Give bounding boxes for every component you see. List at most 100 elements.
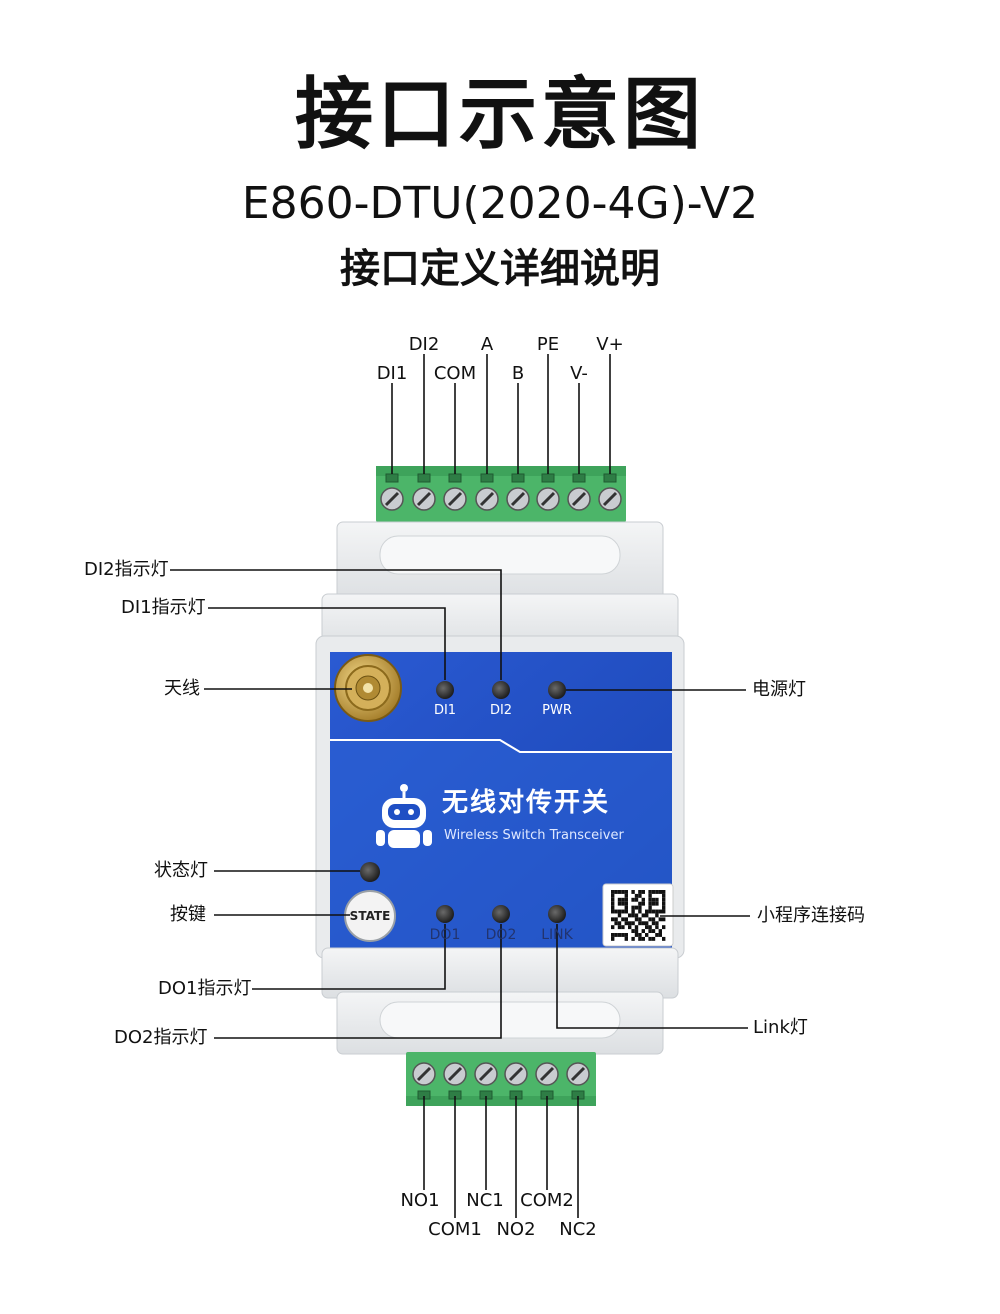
qr-cell (617, 897, 622, 902)
page-title: 接口示意图 (294, 70, 705, 160)
bottom-terminal-screw-1 (412, 1062, 436, 1100)
qr-cell (614, 917, 618, 922)
qr-cell (655, 897, 659, 902)
qr-cell (651, 929, 656, 934)
qr-cell (617, 909, 622, 914)
antenna-connector (334, 654, 402, 722)
qr-cell (651, 921, 656, 926)
qr-cell (645, 925, 649, 930)
qr-cell (617, 890, 622, 894)
qr-cell (614, 909, 618, 914)
qr-cell (617, 925, 622, 930)
qr-cell (662, 925, 666, 930)
qr-cell (655, 925, 659, 930)
qr-cell (614, 890, 618, 894)
qr-cell (621, 909, 625, 914)
qr-cell (624, 917, 628, 922)
qr-cell (634, 929, 639, 934)
pin-label-nc2: NC2 (559, 1219, 597, 1240)
qr-cell (631, 929, 635, 934)
qr-cell (638, 893, 642, 898)
pin-label-b: B (511, 363, 525, 384)
qr-cell (624, 890, 628, 894)
qr-cell (621, 901, 625, 906)
qr-cell (611, 933, 615, 937)
qr-cell (614, 921, 618, 926)
top-terminal-screw-3 (443, 473, 467, 511)
qr-cell (631, 905, 635, 910)
pin-label-no2: NO2 (496, 1219, 536, 1240)
housing-top-slot (379, 535, 621, 575)
callout-do2-indicator: DO2指示灯 (114, 1027, 208, 1048)
top-terminal-screw-7 (567, 473, 591, 511)
qr-cell (655, 933, 659, 937)
robot-logo-icon (376, 784, 432, 848)
qr-cell (655, 890, 659, 894)
pin-label-di2: DI2 (408, 334, 440, 355)
pin-label-di1: DI1 (376, 363, 408, 384)
qr-cell (651, 897, 656, 902)
qr-cell (611, 893, 615, 898)
top-terminal-screw-5 (506, 473, 530, 511)
qr-cell (624, 901, 628, 906)
pin-label-vplus: V+ (596, 334, 624, 355)
qr-cell (611, 909, 615, 914)
qr-cell (624, 936, 628, 941)
callout-di2-indicator: DI2指示灯 (84, 559, 169, 580)
qr-cell (628, 925, 632, 930)
panel-label-di1: DI1 (433, 703, 457, 718)
callout-power-led: 电源灯 (752, 679, 806, 700)
qr-cell (641, 921, 645, 926)
qr-cell (631, 921, 635, 926)
page-subtitle: 接口定义详细说明 (340, 246, 660, 292)
housing-bottom-slot (379, 1001, 621, 1039)
pin-label-nc1: NC1 (466, 1190, 504, 1211)
state-button-label[interactable]: STATE (349, 909, 391, 923)
qr-cell (634, 905, 639, 910)
qr-code-icon (602, 883, 674, 947)
qr-cell (641, 890, 645, 894)
qr-cell (645, 921, 649, 926)
brand-name-en: Wireless Switch Transceiver (444, 828, 624, 843)
qr-cell (611, 925, 615, 930)
qr-cell (641, 936, 645, 941)
qr-cell (658, 917, 662, 922)
qr-cell (638, 905, 642, 910)
qr-cell (638, 917, 642, 922)
top-terminal-screw-6 (536, 473, 560, 511)
qr-cell (611, 901, 615, 906)
qr-cell (611, 936, 615, 941)
led-do2 (492, 905, 510, 923)
qr-cell (648, 890, 652, 894)
qr-cell (628, 913, 632, 918)
qr-cell (638, 890, 642, 894)
qr-cell (634, 897, 639, 902)
pin-label-com: COM (433, 363, 477, 384)
brand-name-cn: 无线对传开关 (442, 788, 611, 818)
qr-cell (638, 933, 642, 937)
qr-cell (651, 909, 656, 914)
qr-cell (638, 936, 642, 941)
qr-cell (631, 890, 635, 894)
qr-cell (624, 905, 628, 910)
qr-cell (651, 936, 656, 941)
qr-cell (645, 909, 649, 914)
qr-cell (641, 897, 645, 902)
pin-label-pe: PE (536, 334, 560, 355)
qr-cell (648, 893, 652, 898)
led-do1 (436, 905, 454, 923)
panel-label-do2: DO2 (485, 927, 517, 943)
model-name: E860-DTU(2020-4G)-V2 (241, 178, 759, 229)
qr-cell (631, 913, 635, 918)
qr-cell (617, 913, 622, 918)
qr-cell (634, 933, 639, 937)
qr-cell (651, 890, 656, 894)
qr-cell (617, 901, 622, 906)
state-button[interactable] (344, 890, 396, 942)
qr-cell (628, 921, 632, 926)
qr-cell (621, 897, 625, 902)
qr-cell (645, 933, 649, 937)
qr-cell (631, 936, 635, 941)
qr-cell (662, 890, 666, 894)
led-di2 (492, 681, 510, 699)
